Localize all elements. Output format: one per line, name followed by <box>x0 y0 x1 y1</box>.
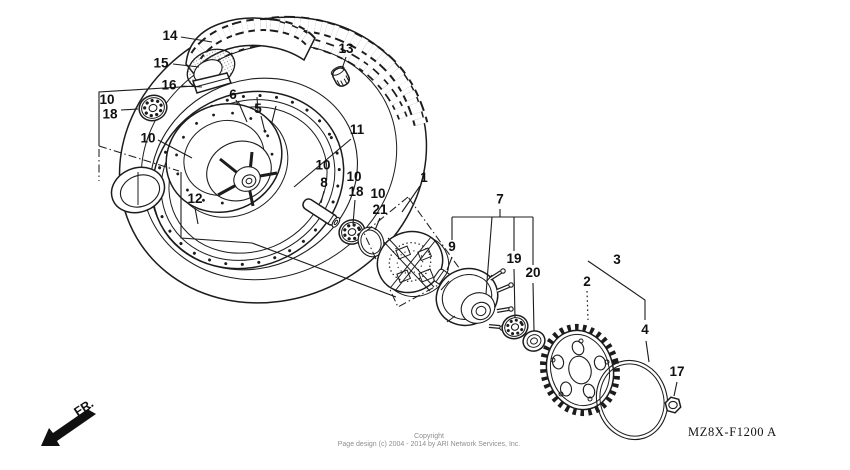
callout-10-a[interactable]: 10 <box>99 92 114 107</box>
callout-10-b[interactable]: 10 <box>140 131 155 146</box>
callout-6[interactable]: 6 <box>229 87 237 102</box>
seal-20 <box>522 330 546 352</box>
callout-8[interactable]: 8 <box>320 175 328 190</box>
wheel-hub <box>165 102 289 218</box>
callout-13[interactable]: 13 <box>338 41 354 56</box>
callout-18-b[interactable]: 18 <box>348 184 364 199</box>
callout-10-c[interactable]: 10 <box>315 158 330 173</box>
callout-11[interactable]: 11 <box>350 122 365 137</box>
callout-1[interactable]: 1 <box>420 170 428 185</box>
front-direction-arrow: FR. <box>41 396 96 446</box>
callout-9[interactable]: 9 <box>448 239 456 254</box>
callout-12[interactable]: 12 <box>187 191 202 206</box>
bushing-13 <box>330 65 351 87</box>
callout-15[interactable]: 15 <box>153 56 169 71</box>
oring-4 <box>595 359 669 441</box>
copyright-line1: Copyright <box>414 433 444 440</box>
bearing-18-left <box>138 94 168 122</box>
callout-3[interactable]: 3 <box>613 252 621 267</box>
leader-lines <box>98 36 678 397</box>
callouts: 14 15 16 13 10 18 10 6 5 11 10 8 10 18 1… <box>99 28 684 379</box>
driven-flange-7 <box>435 267 514 331</box>
wheel-damper-1 <box>376 230 450 297</box>
callout-10-d[interactable]: 10 <box>346 169 361 184</box>
callout-4[interactable]: 4 <box>641 322 649 337</box>
fiche-code: MZ8X-F1200 A <box>688 425 777 439</box>
nut-17 <box>664 396 682 414</box>
copyright-line2: Page design (c) 2004 - 2014 by ARI Netwo… <box>338 441 521 448</box>
callout-18-a[interactable]: 18 <box>102 107 118 122</box>
bracket-3 <box>587 260 646 320</box>
tire-cut-end <box>110 166 166 214</box>
spoke-nipple-holes <box>155 94 341 266</box>
sprocket-teeth <box>539 323 621 417</box>
tire-tread-pattern <box>211 15 429 127</box>
callout-2[interactable]: 2 <box>583 274 591 289</box>
bracket-7 <box>451 209 534 295</box>
axle-bore <box>241 174 257 188</box>
callout-17[interactable]: 17 <box>669 364 684 379</box>
hub-flange-holes <box>174 111 274 205</box>
callout-10-e[interactable]: 10 <box>370 186 385 201</box>
fr-arrow-icon <box>41 406 96 446</box>
axle-8 <box>302 198 341 228</box>
callout-21[interactable]: 21 <box>372 202 388 217</box>
callout-20[interactable]: 20 <box>525 265 540 280</box>
tire-section <box>185 17 316 94</box>
callout-5[interactable]: 5 <box>254 101 262 116</box>
bearing-19 <box>501 314 529 340</box>
callout-16[interactable]: 16 <box>161 78 177 93</box>
callout-14[interactable]: 14 <box>162 28 178 43</box>
callout-19[interactable]: 19 <box>506 251 521 266</box>
hub-spokes <box>217 151 278 207</box>
callout-7[interactable]: 7 <box>496 192 504 207</box>
